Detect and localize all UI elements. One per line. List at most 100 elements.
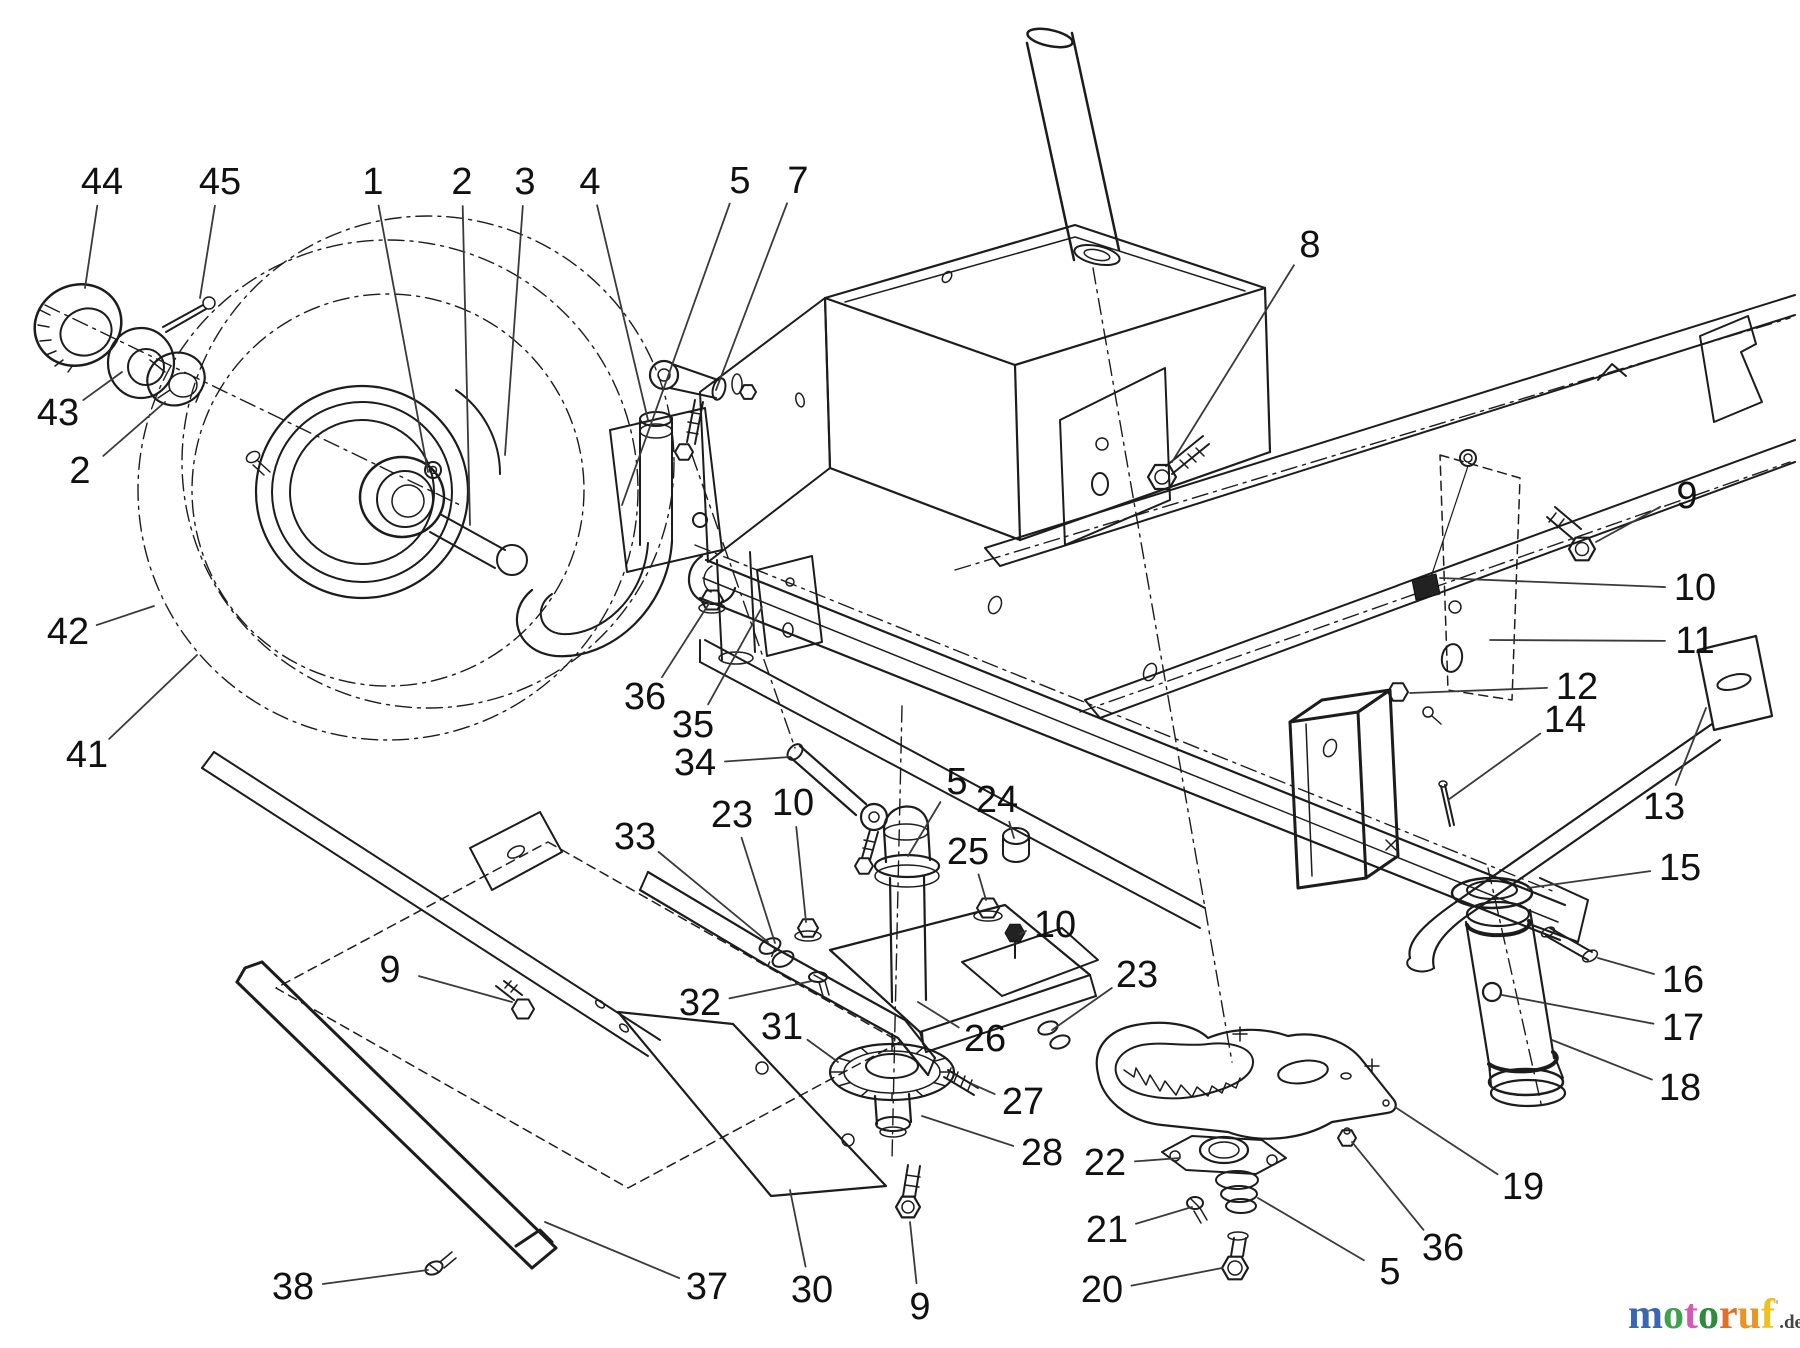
part-number-label: 36	[1422, 1227, 1464, 1269]
callout-16: 16	[1597, 957, 1704, 1001]
part-number-label: 17	[1662, 1007, 1704, 1049]
part-number-label: 9	[909, 1286, 930, 1328]
part-number-label: 34	[674, 742, 716, 784]
part-number-label: 7	[787, 160, 808, 202]
callout-25: 25	[947, 831, 989, 901]
callout-27: 27	[971, 1081, 1044, 1123]
callout-35: 35	[672, 606, 763, 746]
axle-bars	[201, 751, 888, 1276]
watermark-letter: r	[1719, 1292, 1738, 1338]
callout-13: 13	[1643, 707, 1707, 828]
watermark-mark: '	[1775, 1298, 1780, 1314]
callout-36: 36	[1351, 1141, 1464, 1269]
part-number-label: 31	[761, 1006, 803, 1048]
part-number-label: 44	[81, 161, 123, 203]
part-number-label: 5	[946, 761, 967, 803]
tie-rod	[786, 743, 889, 875]
part-number-label: 42	[47, 611, 89, 653]
callout-9: 9	[909, 1221, 931, 1328]
part-number-label: 13	[1643, 786, 1685, 828]
callout-30: 30	[789, 1189, 833, 1311]
callout-33: 33	[614, 816, 769, 943]
part-number-label: 38	[272, 1266, 314, 1308]
part-number-label: 9	[379, 949, 400, 991]
watermark-letter: u	[1737, 1292, 1762, 1338]
part-number-label: 32	[679, 982, 721, 1024]
callout-20: 20	[1081, 1267, 1223, 1311]
part-number-label: 15	[1659, 847, 1701, 889]
hub-bearing-stack	[33, 283, 216, 407]
part-number-label: 19	[1502, 1166, 1544, 1208]
part-number-label: 4	[579, 161, 600, 203]
front-wheel-tire	[137, 215, 675, 741]
part-number-label: 3	[514, 161, 535, 203]
part-number-label: 16	[1662, 959, 1704, 1001]
part-number-label: 23	[711, 794, 753, 836]
callout-34: 34	[674, 742, 791, 784]
callout-45: 45	[199, 161, 241, 299]
callout-5: 5	[907, 761, 968, 857]
callout-2: 2	[451, 161, 473, 526]
callout-37: 37	[544, 1221, 728, 1308]
part-number-label: 22	[1084, 1142, 1126, 1184]
part-number-label: 10	[772, 782, 814, 824]
part-number-label: 12	[1556, 666, 1598, 708]
callout-22: 22	[1084, 1142, 1181, 1184]
callout-14: 14	[1447, 699, 1586, 801]
callout-21: 21	[1086, 1206, 1193, 1251]
part-number-label: 43	[37, 392, 79, 434]
part-number-label: 41	[66, 734, 108, 776]
watermark-letter: o	[1663, 1292, 1684, 1338]
support-strap	[638, 870, 937, 1077]
callout-23: 23	[711, 794, 776, 944]
part-number-label: 2	[451, 161, 472, 203]
part-number-label: 23	[1116, 954, 1158, 996]
part-number-label: 37	[686, 1266, 728, 1308]
frame-bolts	[1146, 435, 1597, 581]
callout-9: 9	[379, 949, 513, 1003]
middle-fasteners	[698, 589, 1071, 1050]
callout-28: 28	[921, 1115, 1063, 1174]
part-number-label: 8	[1299, 224, 1320, 266]
part-number-label: 20	[1081, 1269, 1123, 1311]
callout-5: 5	[1257, 1197, 1401, 1293]
part-number-label: 21	[1086, 1209, 1128, 1251]
callout-10: 10	[1439, 567, 1716, 609]
steering-sector-plate	[1095, 1021, 1397, 1140]
watermark-letter: t	[1684, 1292, 1698, 1338]
axle-bracket-right	[1387, 454, 1521, 827]
callout-26: 26	[917, 1001, 1006, 1060]
part-number-label: 27	[1002, 1081, 1044, 1123]
part-number-label: 28	[1021, 1132, 1063, 1174]
part-number-label: 10	[1034, 904, 1076, 946]
watermark-letter: m	[1628, 1292, 1663, 1338]
watermark-suffix: .de	[1779, 1312, 1800, 1333]
callout-5: 5	[621, 160, 751, 506]
callout-18: 18	[1551, 1039, 1701, 1109]
callout-44: 44	[81, 161, 123, 289]
callout-9: 9	[1595, 475, 1698, 543]
callout-4: 4	[579, 161, 649, 421]
part-number-label: 30	[791, 1269, 833, 1311]
callout-8: 8	[1171, 224, 1321, 463]
part-number-label: 1	[362, 161, 383, 203]
left-spindle-lower	[808, 805, 1097, 1138]
callout-36: 36	[624, 601, 711, 718]
frame-assembly	[687, 223, 1796, 997]
part-number-label: 9	[1676, 475, 1697, 517]
callout-24: 24	[976, 779, 1018, 839]
part-number-label: 14	[1544, 699, 1586, 741]
part-number-label: 5	[1379, 1251, 1400, 1293]
part-number-label: 24	[976, 779, 1018, 821]
part-number-label: 45	[199, 161, 241, 203]
watermark-letter: o	[1698, 1292, 1719, 1338]
callout-23: 23	[1051, 954, 1158, 1031]
callout-41: 41	[66, 654, 198, 776]
part-number-label: 36	[624, 676, 666, 718]
part-number-label: 35	[672, 704, 714, 746]
callout-17: 17	[1501, 994, 1704, 1049]
part-number-label: 25	[947, 831, 989, 873]
callout-2: 2	[69, 401, 166, 492]
